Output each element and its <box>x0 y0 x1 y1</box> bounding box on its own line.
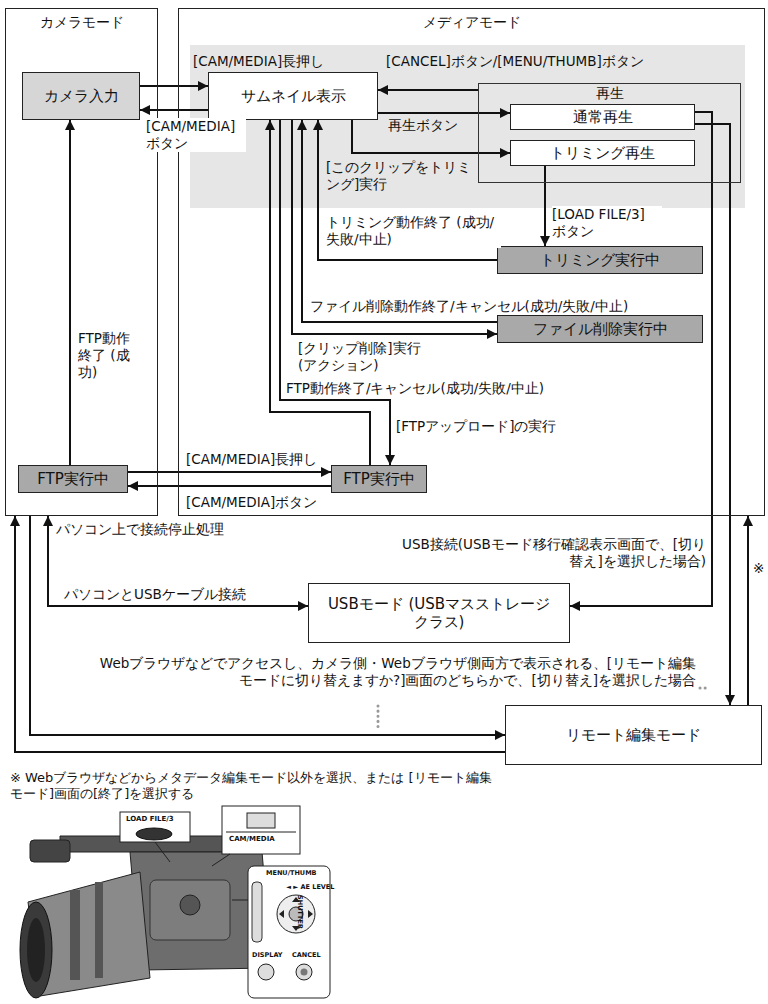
node-text: FTP実行中 <box>37 470 109 488</box>
transition-label: ファイル削除動作終了/キャンセル(成功/失敗/中止) <box>310 298 628 315</box>
node-text: ファイル削除実行中 <box>533 320 668 338</box>
transition-arrow <box>48 516 308 606</box>
transition-arrow <box>378 112 510 114</box>
transition-label: [FTPアップロード]の実行 <box>396 418 556 435</box>
button-label: CANCEL <box>292 952 321 959</box>
node-text: USBモード (USBマスストレージクラス) <box>324 595 554 631</box>
mode-region: カメラモードカメラ入力 FTP実行中 <box>5 8 158 516</box>
button-label: LOAD FILE/3 <box>126 816 174 823</box>
mode-box: USBモード (USBマスストレージクラス) <box>308 583 570 643</box>
node-text: サムネイル表示 <box>241 87 346 105</box>
node-text: FTP実行中 <box>343 470 415 488</box>
node-text: カメラモード <box>6 14 157 31</box>
transition-arrow <box>695 124 730 705</box>
state-box: FTP実行中 <box>331 465 427 493</box>
camera-illustration <box>20 806 330 998</box>
transition-label: [このクリップをトリミング]実行 <box>326 159 476 193</box>
node-text: リモート編集モード <box>566 726 701 744</box>
node-text: トリミング実行中 <box>540 251 660 269</box>
transition-arrow <box>69 120 71 465</box>
transition-label: FTP動作終了 (成功) <box>78 330 142 381</box>
transition-label: 再生ボタン <box>388 117 458 134</box>
state-box: FTP実行中 <box>18 465 128 493</box>
transition-arrow <box>128 485 331 487</box>
state-box: トリミング再生 <box>510 140 695 166</box>
state-box: カメラ入力 <box>22 72 140 120</box>
state-box: サムネイル表示 <box>208 72 378 120</box>
node-text: トリミング再生 <box>550 144 655 162</box>
button-label: DISPLAY <box>252 952 283 959</box>
node-text: メディアモード <box>179 14 764 31</box>
node-text: 通常再生 <box>573 108 633 126</box>
transition-label: [CANCEL]ボタン/[MENU/THUMB]ボタン <box>386 53 644 70</box>
transition-label: ※ <box>753 560 764 577</box>
mode-box: リモート編集モード <box>505 705 762 765</box>
transition-label: USB接続(USBモード移行確認表示画面で、[切り替え]を選択した場合) <box>396 536 706 570</box>
transition-label: [CAM/MEDIA]長押し <box>193 53 324 70</box>
transition-arrow <box>570 112 712 606</box>
note-text: パソコン上で接続停止処理 <box>56 521 224 538</box>
mode-region: メディアモードサムネイル表示再生通常再生トリミング再生トリミング実行中ファイル削… <box>178 8 765 516</box>
state-box: トリミング実行中 <box>497 246 703 274</box>
transition-arrow <box>544 166 546 246</box>
transition-arrow <box>747 516 749 705</box>
transition-label: トリミング動作終了 (成功/失敗/中止) <box>326 214 501 248</box>
button-label: MENU/THUMB <box>266 870 317 877</box>
mode-panel <box>190 45 745 208</box>
transition-label: [CAM/MEDIA]長押し <box>186 451 317 468</box>
transition-arrow <box>378 89 478 91</box>
node-text: 再生 <box>479 85 740 102</box>
transition-label: [CAM/MEDIA] ボタン <box>146 118 246 152</box>
button-label: ◄ ► AE LEVEL <box>286 884 334 891</box>
button-label: CAM/MEDIA <box>229 836 275 843</box>
state-box: ファイル削除実行中 <box>497 315 703 343</box>
transition-label: パソコンとUSBケーブル接続 <box>64 586 246 603</box>
state-box: 通常再生 <box>510 104 695 130</box>
transition-arrow <box>140 109 208 111</box>
transition-label: [LOAD FILE/3] ボタン <box>552 206 662 240</box>
transition-arrow <box>128 471 331 473</box>
state-group: 再生通常再生トリミング再生 <box>478 83 741 183</box>
transition-label: [クリップ削除]実行 (アクション) <box>298 340 438 374</box>
transition-label: Webブラウザなどでアクセスし、カメラ側・Webブラウザ側両方で表示される、[リ… <box>96 655 696 689</box>
transition-label: [CAM/MEDIA]ボタン <box>186 494 317 511</box>
node-text: カメラ入力 <box>44 87 119 105</box>
footnote: ※ Webブラウザなどからメタデータ編集モード以外を選択、または [リモート編集… <box>10 770 500 803</box>
button-label: SHUTTER <box>297 895 304 929</box>
transition-arrow <box>140 85 208 87</box>
transition-label: FTP動作終了/キャンセル(成功/失敗/中止) <box>286 380 544 397</box>
